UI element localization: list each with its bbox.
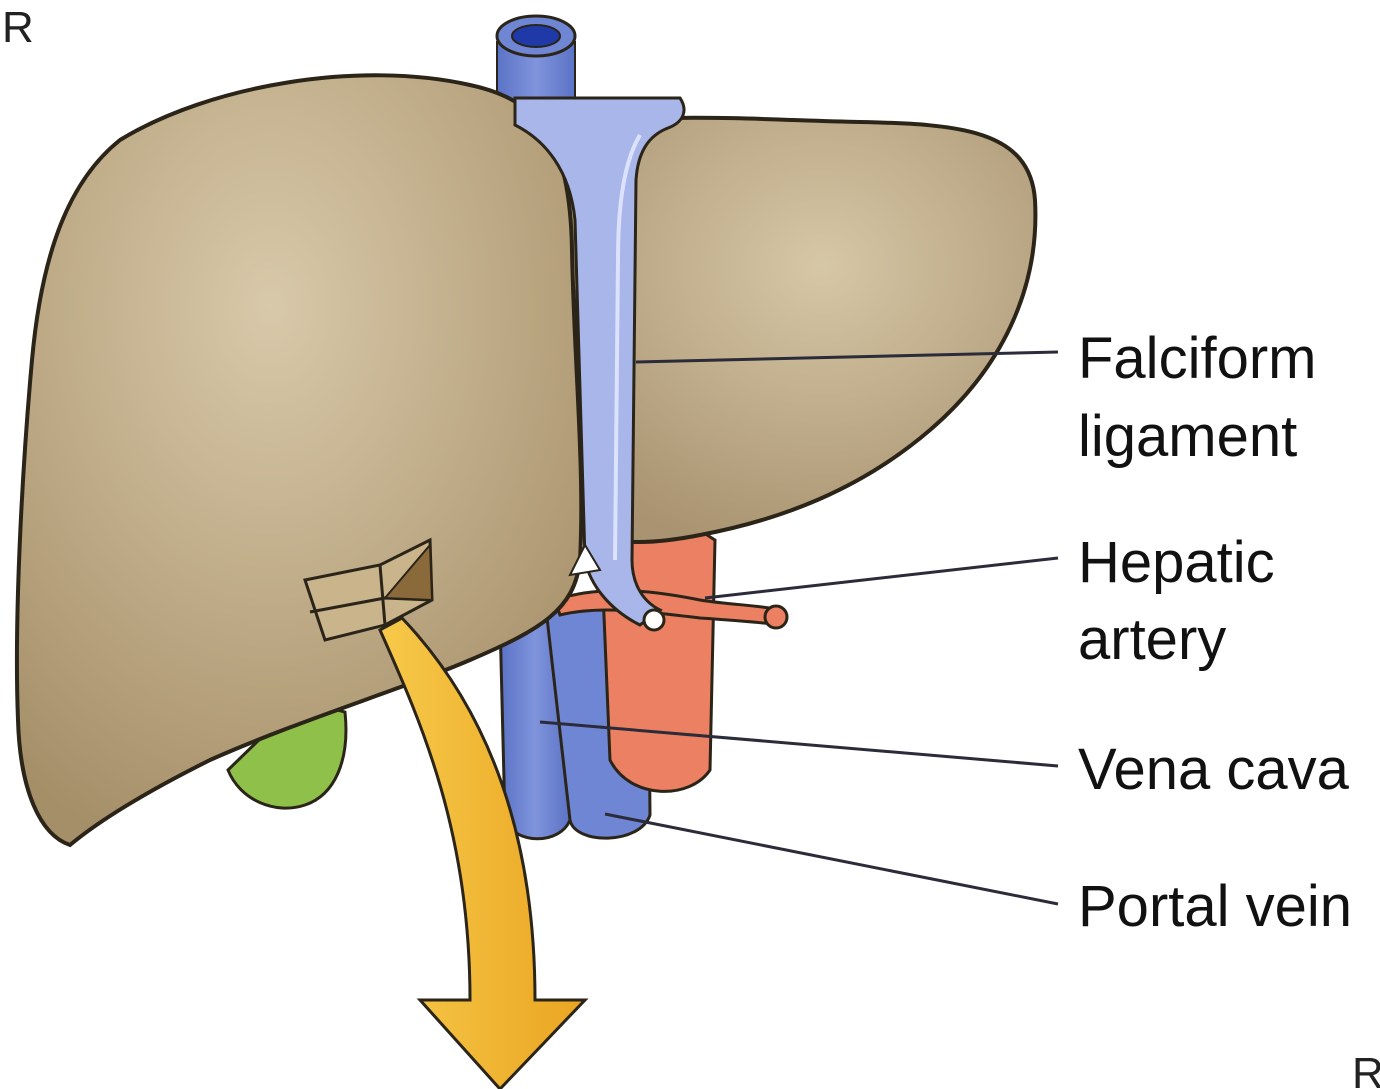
label-portal-vein: Portal vein bbox=[1078, 872, 1352, 942]
label-hepatic-line1: Hepatic bbox=[1078, 528, 1275, 598]
orientation-marker-top-left: R bbox=[2, 4, 34, 52]
label-hepatic-line2: artery bbox=[1078, 605, 1226, 675]
orientation-marker-bottom-right: R bbox=[1352, 1050, 1380, 1089]
leader-hepatic bbox=[705, 558, 1058, 598]
label-vena-cava: Vena cava bbox=[1078, 735, 1349, 805]
label-falciform-line1: Falciform bbox=[1078, 324, 1316, 394]
label-falciform-line2: ligament bbox=[1078, 402, 1297, 472]
leader-portal-vein bbox=[605, 814, 1058, 904]
